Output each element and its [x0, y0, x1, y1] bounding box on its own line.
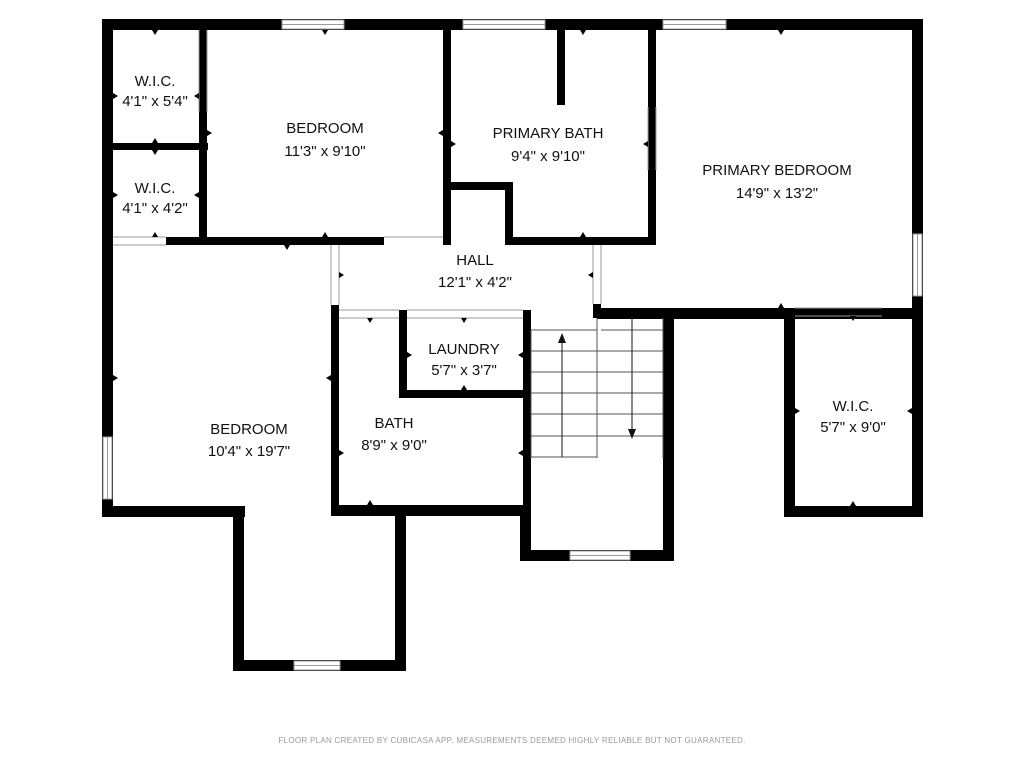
room-name-laundry: LAUNDRY: [428, 341, 499, 358]
room-dim-bedroom-upper: 11'3" x 9'10": [284, 143, 365, 160]
room-dim-laundry: 5'7" x 3'7": [431, 362, 497, 379]
room-name-primary-bedroom: PRIMARY BEDROOM: [702, 162, 851, 179]
room-name-wic-right: W.I.C.: [833, 398, 874, 415]
interior-walls: [102, 19, 656, 516]
wall-primary-bath-right: [648, 19, 656, 245]
stair-down-arrow-icon: [628, 429, 636, 439]
wall-bottom-left: [102, 506, 245, 517]
footer-disclaimer: FLOOR PLAN CREATED BY CUBICASA APP. MEAS…: [278, 736, 746, 745]
wall-primary-bath-stub: [557, 19, 565, 105]
wall-hall-bottom-right: [597, 308, 923, 319]
staircase: [530, 318, 664, 458]
room-dim-primary-bath: 9'4" x 9'10": [511, 148, 585, 165]
room-name-bedroom-lower: BEDROOM: [210, 421, 288, 438]
exterior-walls: [102, 19, 923, 671]
room-dim-primary-bedroom: 14'9" x 13'2": [736, 185, 818, 202]
measurement-ticks: [113, 30, 912, 506]
stair-up-arrow-icon: [558, 333, 566, 343]
wall-hall-right: [593, 304, 601, 318]
room-name-wic-top: W.I.C.: [135, 73, 176, 90]
wall-wic-split: [102, 143, 208, 150]
wall-bath-closet-top: [451, 182, 513, 190]
windows: [102, 19, 923, 671]
wall-bath-left: [331, 305, 339, 516]
room-labels: W.I.C. 4'1" x 5'4" W.I.C. 4'1" x 4'2" BE…: [122, 73, 886, 460]
wall-stair-right: [663, 316, 674, 561]
wall-bedroom-upper-left: [199, 19, 207, 245]
room-dim-bath: 8'9" x 9'0": [361, 437, 427, 454]
wall-wic-right-bottom: [784, 506, 923, 517]
wall-right: [912, 19, 923, 317]
room-dim-wic-right: 5'7" x 9'0": [820, 419, 886, 436]
wall-wic-bottom: [166, 237, 384, 245]
wall-left: [102, 19, 113, 517]
room-dim-wic-mid: 4'1" x 4'2": [122, 200, 188, 217]
wall-stair-left-ext: [520, 505, 531, 561]
room-name-bedroom-upper: BEDROOM: [286, 120, 364, 137]
wall-bath-bottom: [331, 505, 531, 516]
room-dim-wic-top: 4'1" x 5'4": [122, 93, 188, 110]
wall-wic-right-right: [912, 308, 923, 517]
wall-laundry-bottom: [399, 390, 531, 398]
wall-laundry-left: [399, 310, 407, 398]
room-dim-bedroom-lower: 10'4" x 19'7": [208, 443, 290, 460]
room-dim-hall: 12'1" x 4'2": [438, 274, 512, 291]
wall-bedroom-upper-right: [443, 19, 451, 245]
room-name-wic-mid: W.I.C.: [135, 180, 176, 197]
wall-bedroom-right-ext: [395, 506, 406, 671]
wall-bath-closet-right: [505, 182, 513, 245]
wall-wic-right-left: [784, 308, 795, 517]
wall-primary-bath-bottom: [505, 237, 655, 245]
wall-bedroom-left-ext: [233, 506, 244, 671]
wall-bath-right: [523, 310, 531, 516]
room-name-primary-bath: PRIMARY BATH: [493, 125, 604, 142]
room-name-bath: BATH: [375, 415, 414, 432]
room-name-hall: HALL: [456, 252, 494, 269]
